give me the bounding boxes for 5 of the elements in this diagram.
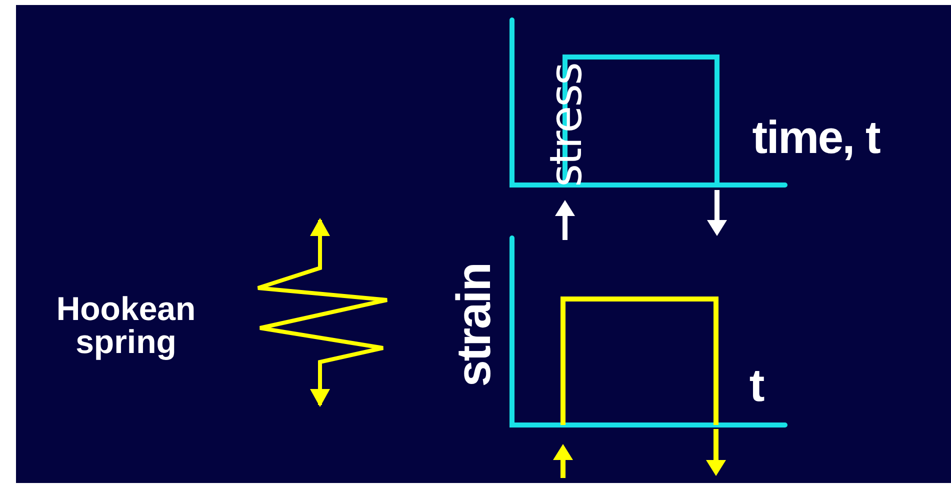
axis-label: t	[749, 362, 765, 408]
axis-label: time, t	[752, 114, 880, 160]
axis-label: stress	[545, 63, 589, 187]
axis-label: strain	[451, 263, 499, 387]
spring-label: Hookean spring	[55, 292, 197, 358]
